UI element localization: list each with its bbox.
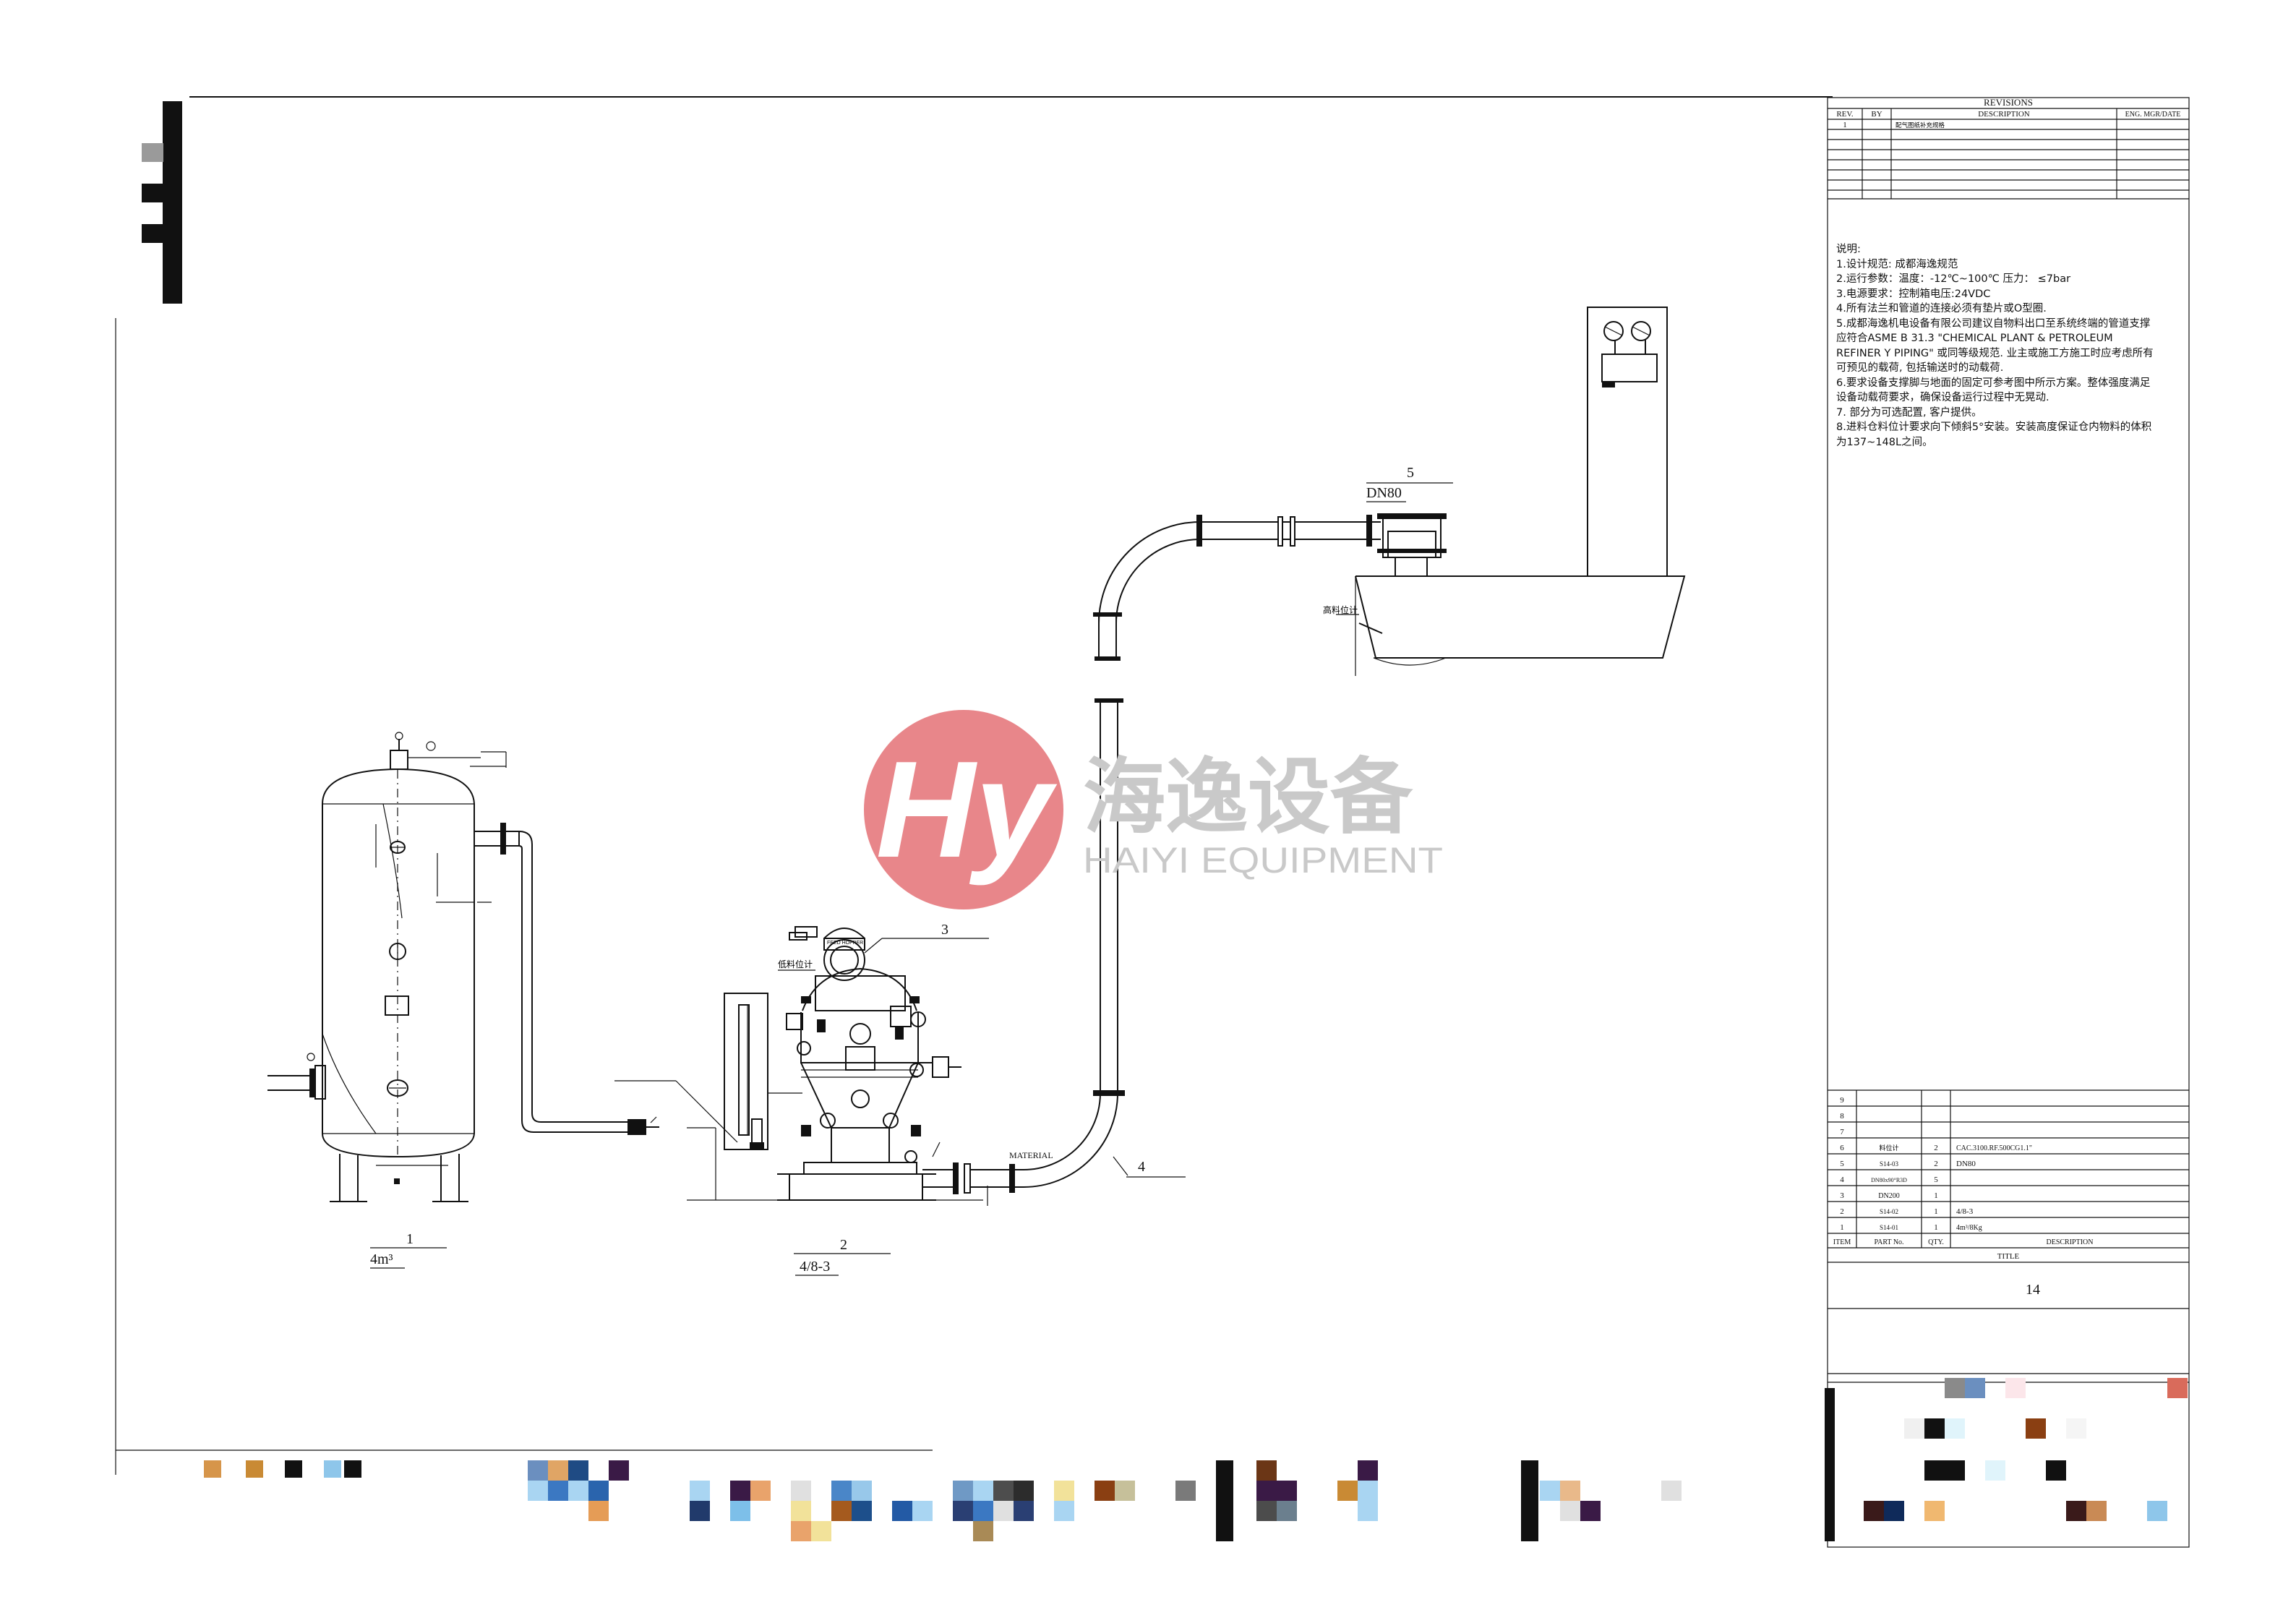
part-row-1-desc: 4m³/8Kg xyxy=(1956,1224,1982,1232)
callout-item-5: 5 DN80 xyxy=(1366,465,1453,502)
part-row-5-partno: S14-03 xyxy=(1880,1160,1899,1168)
part-row-3-qty: 1 xyxy=(1934,1191,1938,1200)
rev-row-1-rev: 1 xyxy=(1843,121,1847,129)
callout-5-number: 5 xyxy=(1407,465,1414,481)
parts-list-table: 9 8 7 6 料位计 2 CAC.3100.RF.500CG1.1" 5 S1… xyxy=(1828,1089,2189,1383)
callout-5-desc: DN80 xyxy=(1366,485,1402,501)
watermark-en-name: HAIYI EQUIPMENT xyxy=(1083,840,1443,881)
drawing-frame xyxy=(115,96,1833,1475)
callout-2-number: 2 xyxy=(840,1237,847,1253)
revisions-table: REVISIONS REV. BY DESCRIPTION ENG. MGR/D… xyxy=(1827,97,2190,1548)
feed-bin-structure: 高料位计 xyxy=(1323,307,1686,676)
feed-hopper-label: FEED HOPPER xyxy=(827,941,863,946)
note-line-13: 为137~148L之间。 xyxy=(1836,436,1933,448)
revisions-title: REVISIONS xyxy=(1984,97,2033,108)
part-row-1-partno: S14-01 xyxy=(1880,1224,1898,1231)
parts-header-item: ITEM xyxy=(1833,1238,1851,1246)
material-label: MATERIAL xyxy=(1009,1150,1053,1160)
part-row-5-desc: DN80 xyxy=(1956,1160,1976,1168)
note-line-10: 设备动载荷要求，确保设备运行过程中无晃动. xyxy=(1836,392,2049,403)
rev-header-eng: ENG. MGR/DATE xyxy=(2125,111,2181,119)
rev-header-description: DESCRIPTION xyxy=(1978,110,2030,119)
callout-item-1: 1 4m³ xyxy=(370,1231,447,1269)
part-row-7-item: 7 xyxy=(1840,1128,1844,1136)
parts-header-description: DESCRIPTION xyxy=(2046,1238,2093,1246)
note-line-11: 7. 部分为可选配置, 客户提供。 xyxy=(1836,406,1982,419)
parts-header-partno: PART No. xyxy=(1874,1238,1903,1246)
part-row-3-item: 3 xyxy=(1840,1191,1844,1200)
parts-header-qty: QTY. xyxy=(1928,1238,1944,1246)
part-row-6-desc: CAC.3100.RF.500CG1.1" xyxy=(1956,1144,2032,1152)
redacted-blocks xyxy=(204,1378,2188,1541)
note-line-1: 1.设计规范: 成都海逸规范 xyxy=(1836,258,1958,270)
company-watermark: Hy 海逸设备 HAIYI EQUIPMENT xyxy=(864,710,1443,909)
part-row-8-item: 8 xyxy=(1840,1112,1844,1121)
part-row-2-desc: 4/8-3 xyxy=(1956,1207,1974,1216)
note-line-9: 6.要求设备支撑脚与地面的固定可参考图中所示方案。整体强度满足 xyxy=(1836,377,2151,389)
part-row-9-item: 9 xyxy=(1840,1096,1844,1105)
part-row-2-item: 2 xyxy=(1840,1207,1844,1216)
part-row-6-qty: 2 xyxy=(1934,1144,1938,1152)
callout-item-2: 2 4/8-3 xyxy=(794,1237,891,1276)
part-row-6-item: 6 xyxy=(1840,1144,1844,1152)
air-buffer-tank xyxy=(267,732,519,1202)
note-line-4: 4.所有法兰和管道的连接必须有垫片或O型圈. xyxy=(1836,303,2047,314)
part-row-5-item: 5 xyxy=(1840,1160,1844,1168)
rev-header-by: BY xyxy=(1871,110,1882,119)
rev-header-rev: REV. xyxy=(1836,110,1854,119)
note-line-5: 5.成都海逸机电设备有限公司建议自物料出口至系统终端的管道支撑 xyxy=(1836,317,2151,330)
callout-4-number: 4 xyxy=(1138,1159,1145,1175)
callout-3-number: 3 xyxy=(941,922,948,938)
note-line-7: REFINER Y PIPING" 或同等级规范. 业主或施工方施工时应考虑所有 xyxy=(1836,347,2154,359)
note-line-12: 8.进料仓料位计要求向下倾斜5°安装。安装高度保证仓内物料的体积 xyxy=(1836,421,2152,433)
watermark-cn-name: 海逸设备 xyxy=(1083,752,1413,844)
part-row-2-qty: 1 xyxy=(1934,1207,1938,1216)
part-row-4-qty: 5 xyxy=(1934,1176,1938,1184)
watermark-logo-circle xyxy=(864,710,1063,909)
low-level-sensor-label: 低料位计 xyxy=(778,959,813,969)
callout-1-number: 1 xyxy=(406,1231,414,1247)
part-row-4-item: 4 xyxy=(1840,1176,1844,1184)
title-value: 14 xyxy=(2026,1282,2040,1298)
notes-heading: 说明: xyxy=(1836,244,1861,255)
callout-2-desc: 4/8-3 xyxy=(800,1259,830,1275)
note-line-8: 可预见的载荷, 包括输送时的动载荷. xyxy=(1836,362,2004,374)
part-row-1-item: 1 xyxy=(1840,1223,1844,1232)
rev-row-1-description: 配气图纸补充规格 xyxy=(1896,121,1945,129)
title-label: TITLE xyxy=(1997,1252,2020,1261)
high-level-sensor-label: 高料位计 xyxy=(1323,604,1358,615)
tank-outlet-piping xyxy=(518,831,659,1135)
part-row-5-qty: 2 xyxy=(1934,1160,1938,1168)
conveying-pipeline: 4 MATERIAL xyxy=(1009,515,1381,1193)
part-row-1-qty: 1 xyxy=(1934,1223,1938,1232)
part-row-6-partno: 料位计 xyxy=(1879,1144,1898,1152)
note-line-3: 3.电源要求：控制箱电压:24VDC xyxy=(1836,288,1991,300)
watermark-logo-letters: Hy xyxy=(876,733,1058,886)
note-line-2: 2.运行参数：温度：-12℃~100℃ 压力： ≤7bar xyxy=(1836,273,2071,285)
part-row-3-partno: DN200 xyxy=(1878,1192,1899,1200)
part-row-2-partno: S14-02 xyxy=(1880,1208,1898,1215)
pneumatic-conveying-vessel: 低料位计 FEED HOPPER 3 xyxy=(614,922,1009,1206)
note-line-6: 应符合ASME B 31.3 "CHEMICAL PLANT & PETROLE… xyxy=(1836,333,2113,344)
design-notes: 说明: 1.设计规范: 成都海逸规范 2.运行参数：温度：-12℃~100℃ 压… xyxy=(1836,242,2190,450)
part-row-4-partno: DN80x90°R3D xyxy=(1871,1177,1907,1183)
callout-1-desc: 4m³ xyxy=(370,1251,393,1267)
